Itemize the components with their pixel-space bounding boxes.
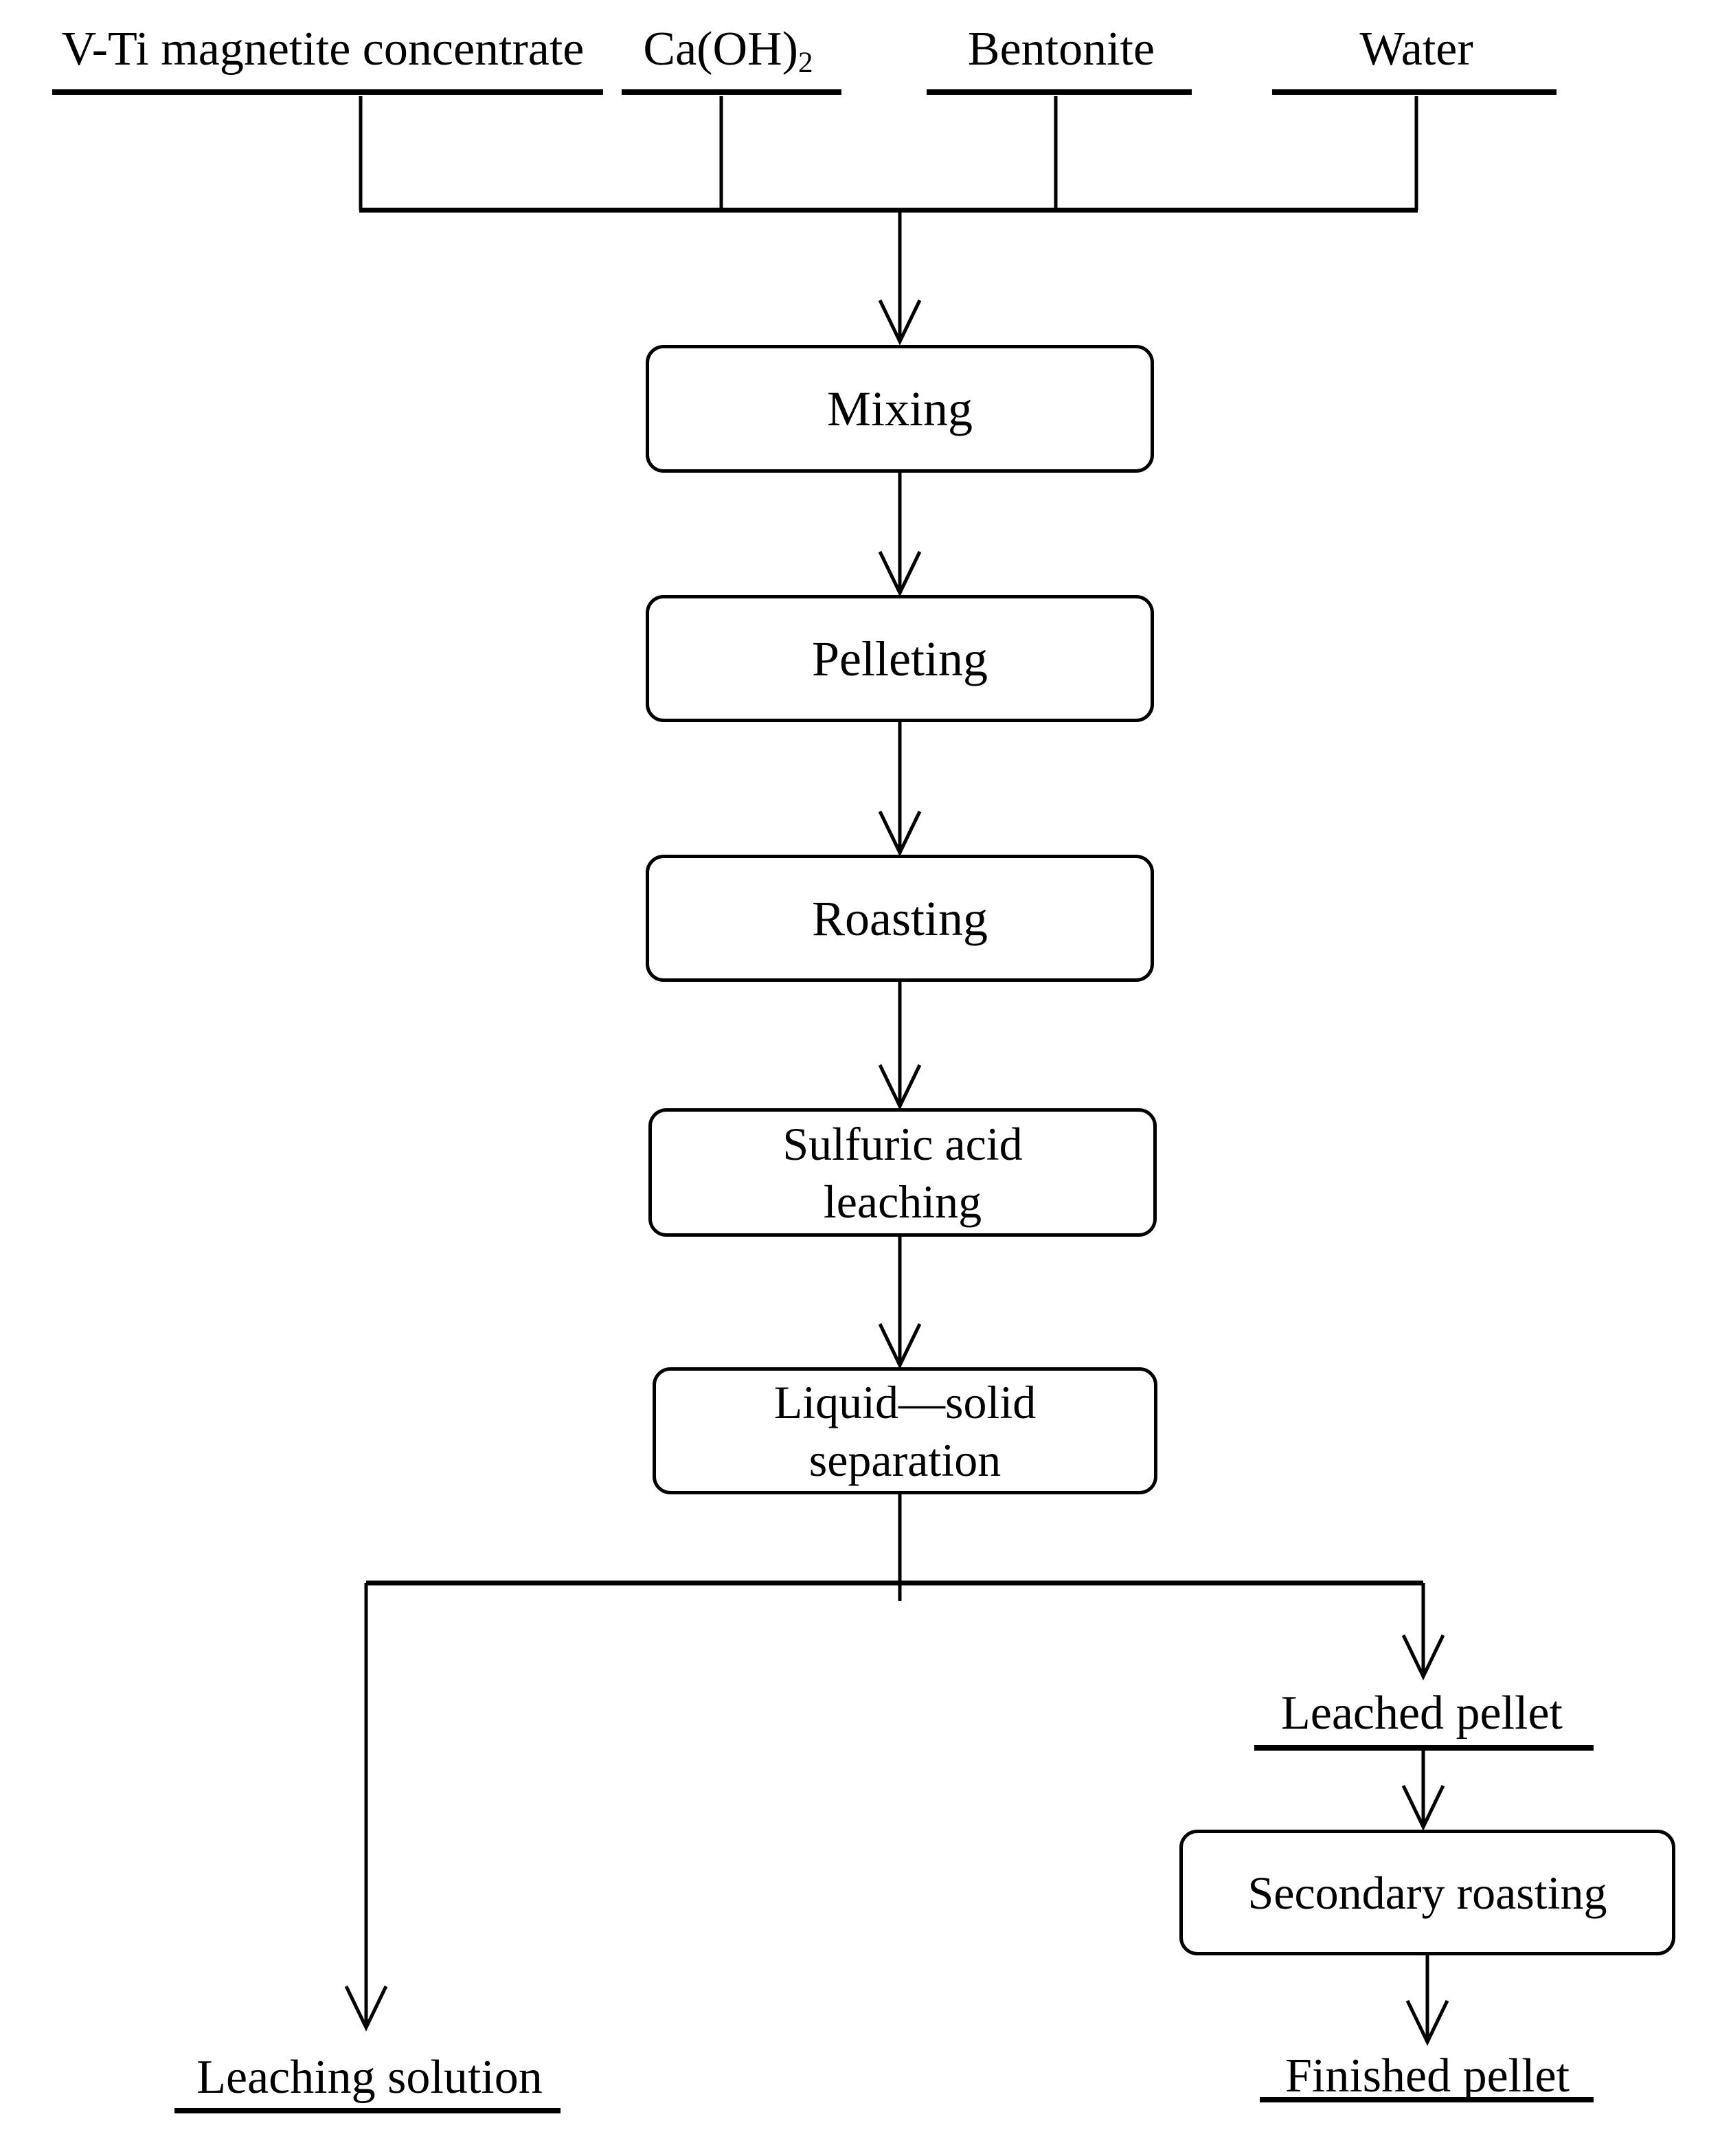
arrowhead-leached-pellet [1401, 1634, 1445, 1681]
process-box-mixing-label: Mixing [826, 381, 973, 436]
output-label-finished-pellet-text: Finished pellet [1284, 2050, 1570, 2102]
arrowhead-finished-pellet [1405, 1999, 1449, 2046]
process-box-liquid-solid-separation: Liquid—solid separation [653, 1367, 1157, 1494]
arrowhead-secondary-roasting [1401, 1784, 1445, 1831]
input-underline-vti [52, 89, 603, 95]
process-box-secondary-roasting-label: Secondary roasting [1247, 1866, 1607, 1919]
arrowhead-leaching-solution [344, 1985, 388, 2032]
input-label-bentonite-text: Bentonite [967, 23, 1155, 76]
process-box-pelleting: Pelleting [646, 595, 1154, 722]
arrowhead-roasting-sulfuric [878, 1064, 922, 1110]
process-box-sulfuric-line1: Sulfuric acid [782, 1117, 1023, 1170]
process-box-roasting-label: Roasting [811, 890, 988, 946]
output-label-finished-pellet: Finished pellet [1256, 2050, 1599, 2102]
process-box-sulfuric-line2: leaching [823, 1175, 982, 1228]
output-underline-leached-pellet [1254, 1745, 1594, 1751]
process-box-roasting: Roasting [646, 855, 1154, 982]
output-label-leaching-solution: Leaching solution [172, 2052, 567, 2104]
input-underline-water [1272, 89, 1557, 95]
process-box-liquid-line2: separation [808, 1433, 1001, 1486]
output-label-leaching-solution-text: Leaching solution [196, 2051, 543, 2104]
process-box-pelleting-label: Pelleting [812, 631, 988, 686]
input-label-water-text: Water [1359, 23, 1473, 76]
arrowhead-mixing-pelleting [878, 550, 922, 597]
input-underline-bentonite [927, 89, 1192, 95]
input-label-water: Water [1279, 23, 1554, 76]
input-label-caoh2-subscript: 2 [797, 45, 813, 79]
process-box-secondary-roasting: Secondary roasting [1179, 1830, 1675, 1955]
arrowhead-sulfuric-liquid [878, 1323, 922, 1369]
arrowhead-to-mixing [878, 299, 922, 346]
input-label-caoh2: Ca(OH)2 [611, 23, 845, 79]
process-box-sulfuric-acid-leaching: Sulfuric acid leaching [648, 1108, 1157, 1237]
output-underline-finished-pellet [1260, 2097, 1594, 2102]
output-label-leached-pellet-text: Leached pellet [1280, 1687, 1563, 1740]
input-label-bentonite: Bentonite [927, 23, 1195, 76]
input-label-caoh2-base: Ca(OH) [643, 23, 798, 76]
input-label-vti-magnetite-concentrate: V-Ti magnetite concentrate [21, 23, 625, 76]
process-box-liquid-line1: Liquid—solid [773, 1375, 1037, 1428]
input-label-vti-text: V-Ti magnetite concentrate [61, 23, 585, 76]
arrowhead-pelleting-roasting [878, 810, 922, 857]
input-underline-caoh2 [622, 89, 841, 95]
output-label-leached-pellet: Leached pellet [1250, 1687, 1594, 1740]
output-underline-leaching-solution [174, 2108, 561, 2113]
process-box-mixing: Mixing [646, 345, 1154, 473]
